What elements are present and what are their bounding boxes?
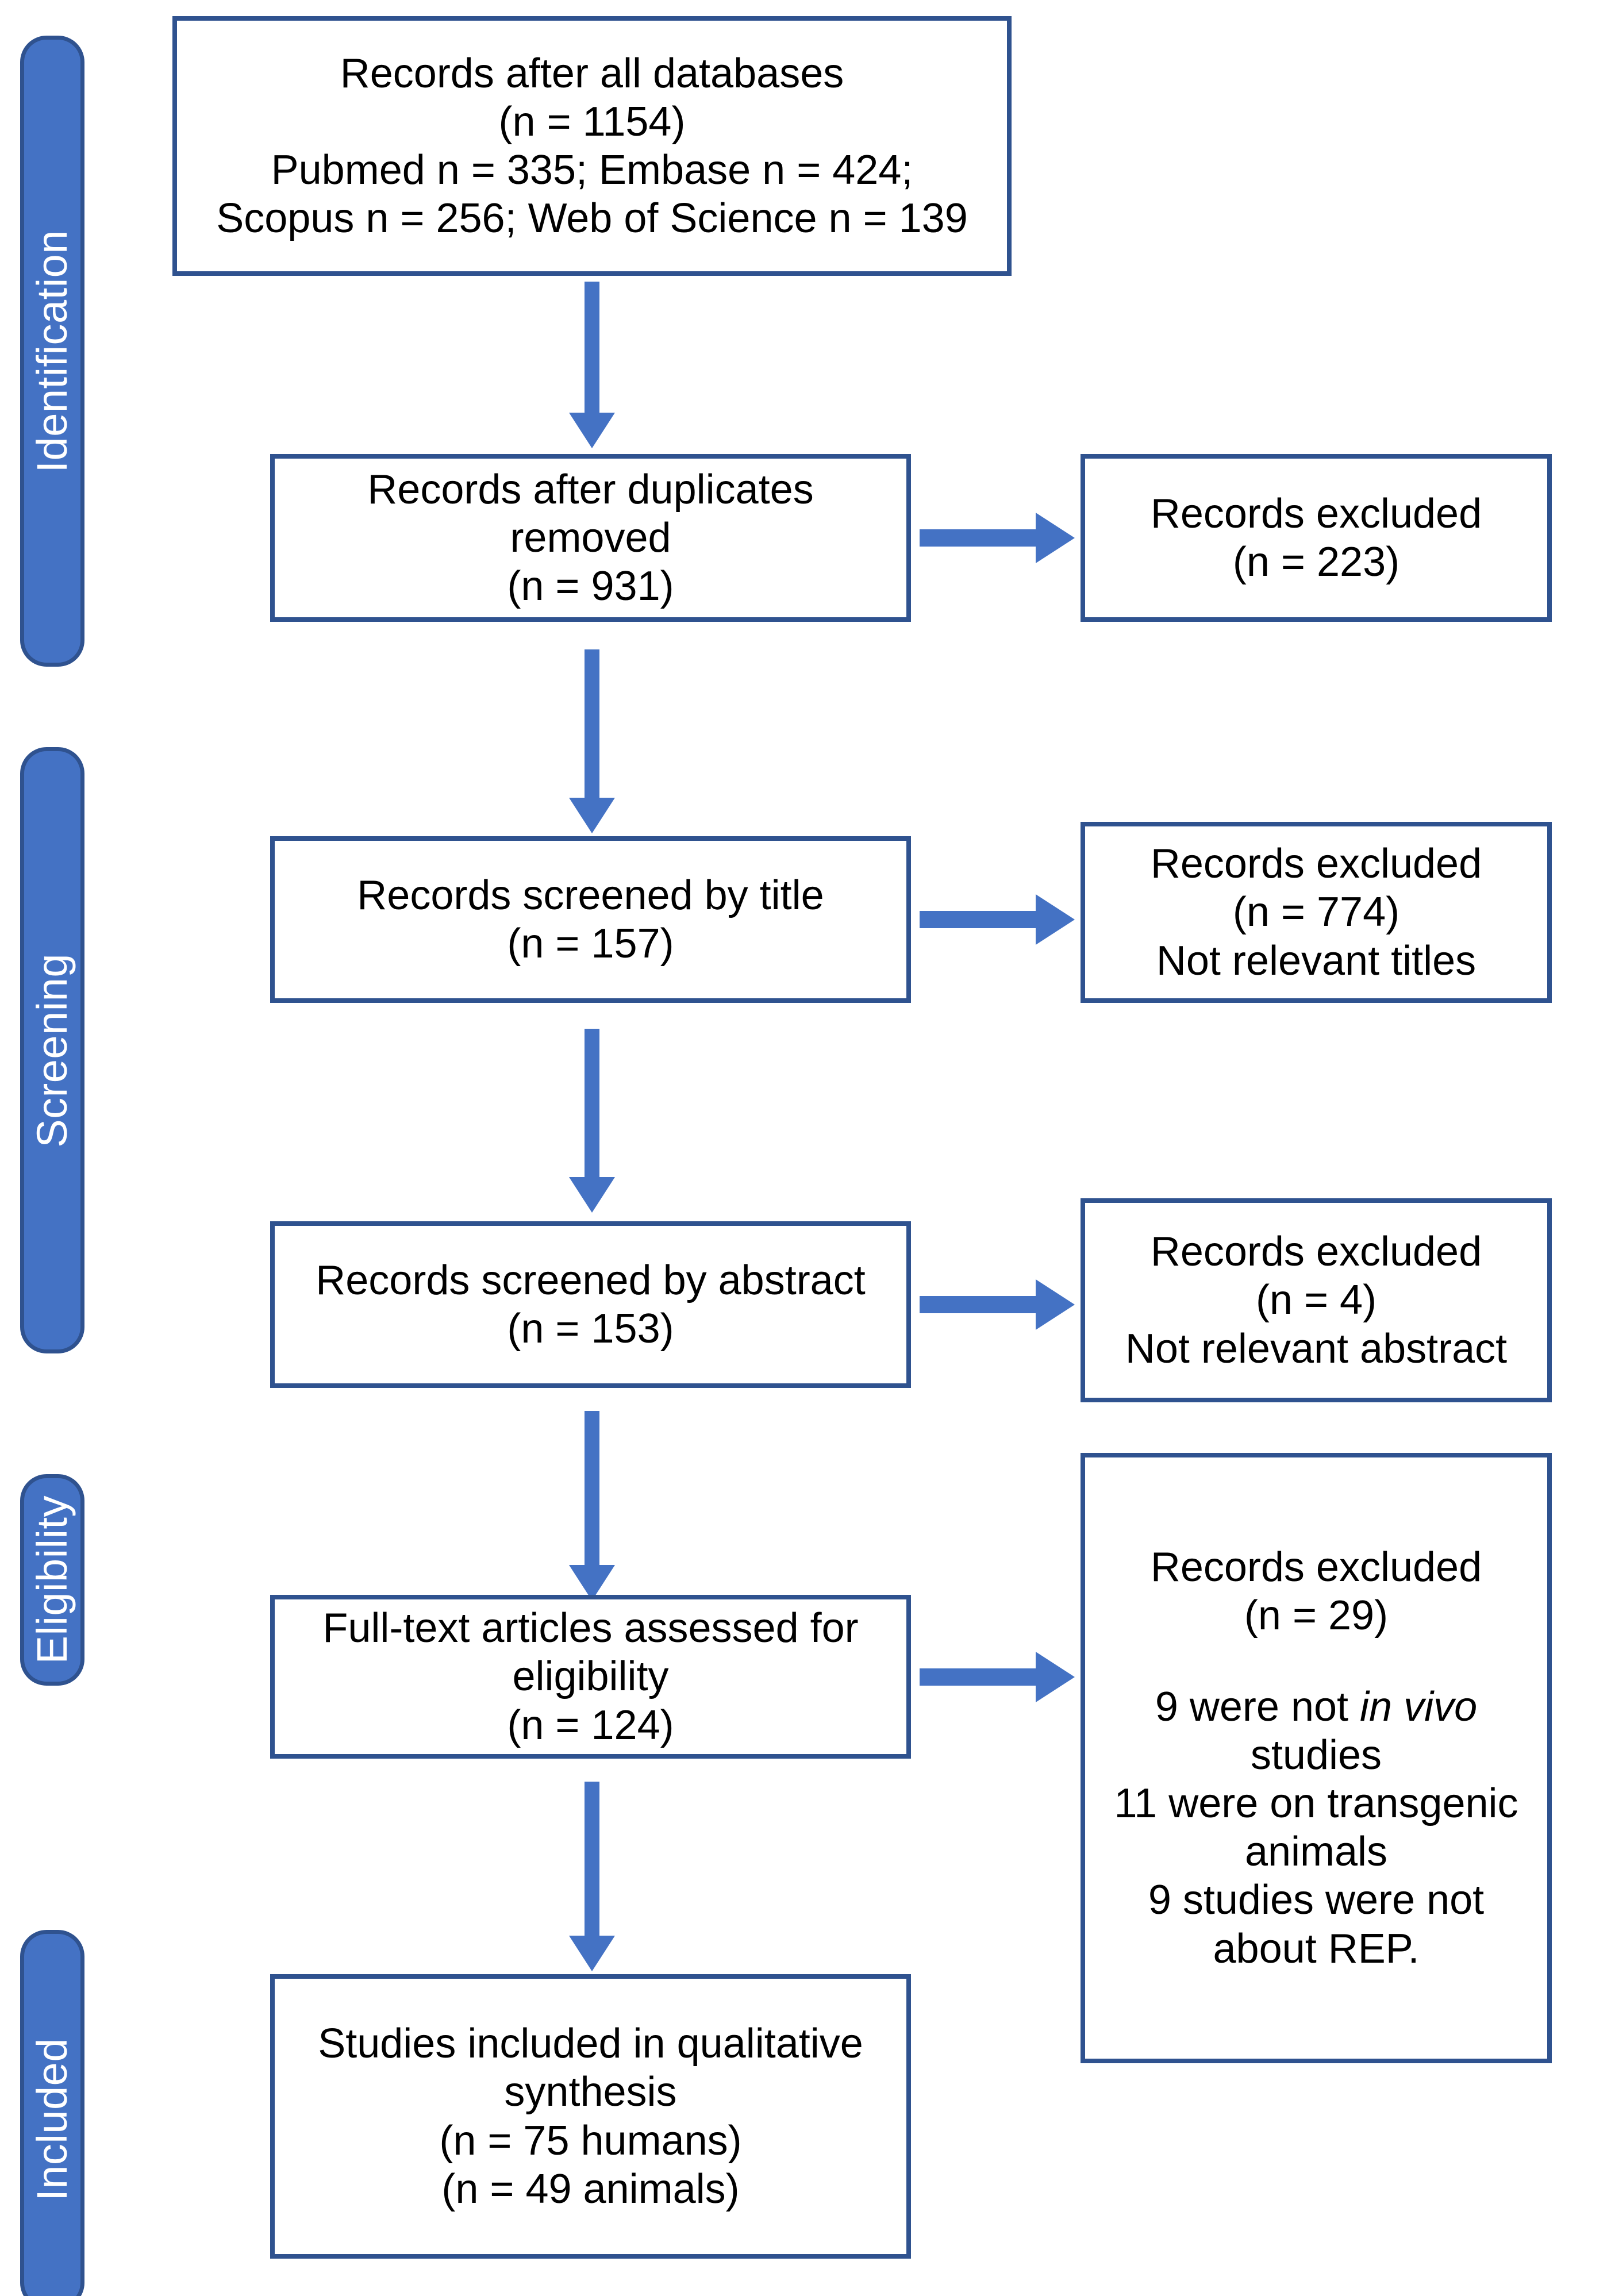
arrow-title-to-abstract <box>566 1029 618 1213</box>
arrow-shaft <box>585 1782 599 1936</box>
phase-tab-included-label: Included <box>28 2038 76 2201</box>
arrow-abstract-to-excluded <box>920 1278 1075 1331</box>
arrow-head <box>1036 513 1075 563</box>
phase-tab-identification[interactable]: Identification <box>20 36 84 667</box>
box-records-screened-by-title: Records screened by title (n = 157) <box>270 836 911 1003</box>
phase-tab-identification-label: Identification <box>28 229 76 473</box>
box-excluded-title-line1: Records excluded <box>1150 841 1482 887</box>
arrow-duplicates-to-excluded <box>920 511 1075 564</box>
arrow-shaft <box>585 1411 599 1565</box>
box-records-screened-by-title-line2: (n = 157) <box>507 921 674 967</box>
box-fulltext-assessed-line3: (n = 124) <box>507 1702 674 1748</box>
reason-1-suffix: studies <box>1250 1732 1382 1778</box>
box-excluded-fulltext-line2: (n = 29) <box>1244 1593 1389 1639</box>
reason-1-italic: in vivo <box>1360 1683 1478 1730</box>
box-studies-included-line1: Studies included in qualitative <box>318 2021 863 2067</box>
box-records-after-all-databases-line3: Pubmed n = 335; Embase n = 424; <box>271 147 913 193</box>
box-studies-included-line3: (n = 75 humans) <box>439 2117 742 2164</box>
reason-1-prefix: 9 were not <box>1155 1683 1360 1730</box>
box-records-after-all-databases: Records after all databases (n = 1154) P… <box>172 16 1012 276</box>
box-excluded-fulltext-reason-1: 9 were not in vivo studies <box>1093 1683 1539 1779</box>
phase-tab-screening-label: Screening <box>28 953 76 1148</box>
box-excluded-title-line2: (n = 774) <box>1232 889 1400 936</box>
box-excluded-title: Records excluded (n = 774) Not relevant … <box>1081 822 1552 1003</box>
box-excluded-fulltext-line1: Records excluded <box>1150 1544 1482 1591</box>
box-studies-included-line2: synthesis <box>504 2069 677 2116</box>
box-fulltext-assessed-line2: eligibility <box>512 1653 669 1700</box>
phase-tab-eligibility[interactable]: Eligibility <box>20 1474 84 1686</box>
box-excluded-abstract-line1: Records excluded <box>1150 1229 1482 1275</box>
box-records-after-duplicates-line1: Records after duplicates <box>367 466 814 513</box>
phase-tab-screening[interactable]: Screening <box>20 747 84 1353</box>
box-records-after-all-databases-line1: Records after all databases <box>340 50 844 97</box>
box-excluded-fulltext: Records excluded (n = 29) 9 were not in … <box>1081 1453 1552 2063</box>
arrow-head <box>569 798 615 833</box>
box-excluded-fulltext-reason-2: 11 were on transgenic animals <box>1114 1780 1518 1875</box>
phase-tab-eligibility-label: Eligibility <box>28 1495 76 1664</box>
box-records-after-all-databases-line4: Scopus n = 256; Web of Science n = 139 <box>216 195 968 242</box>
arrow-duplicates-to-title <box>566 649 618 833</box>
arrow-head <box>569 1177 615 1213</box>
arrow-fulltext-to-included <box>566 1782 618 1971</box>
arrow-shaft <box>585 282 599 413</box>
arrow-head <box>1036 1652 1075 1702</box>
box-records-after-all-databases-line2: (n = 1154) <box>498 98 686 145</box>
arrow-shaft <box>920 529 1039 547</box>
box-records-after-duplicates-line2: removed <box>510 514 671 561</box>
box-records-screened-by-abstract: Records screened by abstract (n = 153) <box>270 1221 911 1388</box>
arrow-identification-to-duplicates <box>566 282 618 448</box>
box-records-after-duplicates: Records after duplicates removed (n = 93… <box>270 454 911 622</box>
arrow-head <box>569 1936 615 1971</box>
box-excluded-duplicates-line1: Records excluded <box>1150 490 1482 537</box>
arrow-shaft <box>585 649 599 798</box>
box-fulltext-assessed-line1: Full-text articles assessed for <box>322 1605 859 1652</box>
box-studies-included: Studies included in qualitative synthesi… <box>270 1974 911 2259</box>
box-records-screened-by-abstract-line2: (n = 153) <box>507 1306 674 1352</box>
arrow-head <box>1036 1279 1075 1330</box>
arrow-head <box>569 413 615 448</box>
box-fulltext-assessed: Full-text articles assessed for eligibil… <box>270 1595 911 1759</box>
box-excluded-abstract-line3: Not relevant abstract <box>1125 1325 1508 1372</box>
box-excluded-abstract: Records excluded (n = 4) Not relevant ab… <box>1081 1198 1552 1402</box>
phase-tab-included[interactable]: Included <box>20 1930 84 2296</box>
box-excluded-title-line3: Not relevant titles <box>1156 937 1477 984</box>
arrow-shaft <box>920 1296 1039 1313</box>
box-records-after-duplicates-line3: (n = 931) <box>507 563 674 610</box>
arrow-head <box>1036 894 1075 945</box>
box-records-screened-by-abstract-line1: Records screened by abstract <box>316 1257 866 1303</box>
box-excluded-duplicates: Records excluded (n = 223) <box>1081 454 1552 622</box>
box-records-screened-by-title-line1: Records screened by title <box>357 872 824 918</box>
arrow-shaft <box>920 1668 1039 1686</box>
arrow-shaft <box>585 1029 599 1177</box>
arrow-abstract-to-fulltext <box>566 1411 618 1601</box>
box-excluded-duplicates-line2: (n = 223) <box>1232 539 1400 585</box>
box-excluded-abstract-line2: (n = 4) <box>1255 1277 1377 1324</box>
arrow-fulltext-to-excluded <box>920 1651 1075 1703</box>
arrow-title-to-excluded <box>920 893 1075 946</box>
box-studies-included-line4: (n = 49 animals) <box>441 2166 740 2212</box>
arrow-head <box>569 1565 615 1601</box>
box-excluded-fulltext-reason-3: 9 studies were not about REP. <box>1148 1877 1485 1972</box>
arrow-shaft <box>920 911 1039 928</box>
